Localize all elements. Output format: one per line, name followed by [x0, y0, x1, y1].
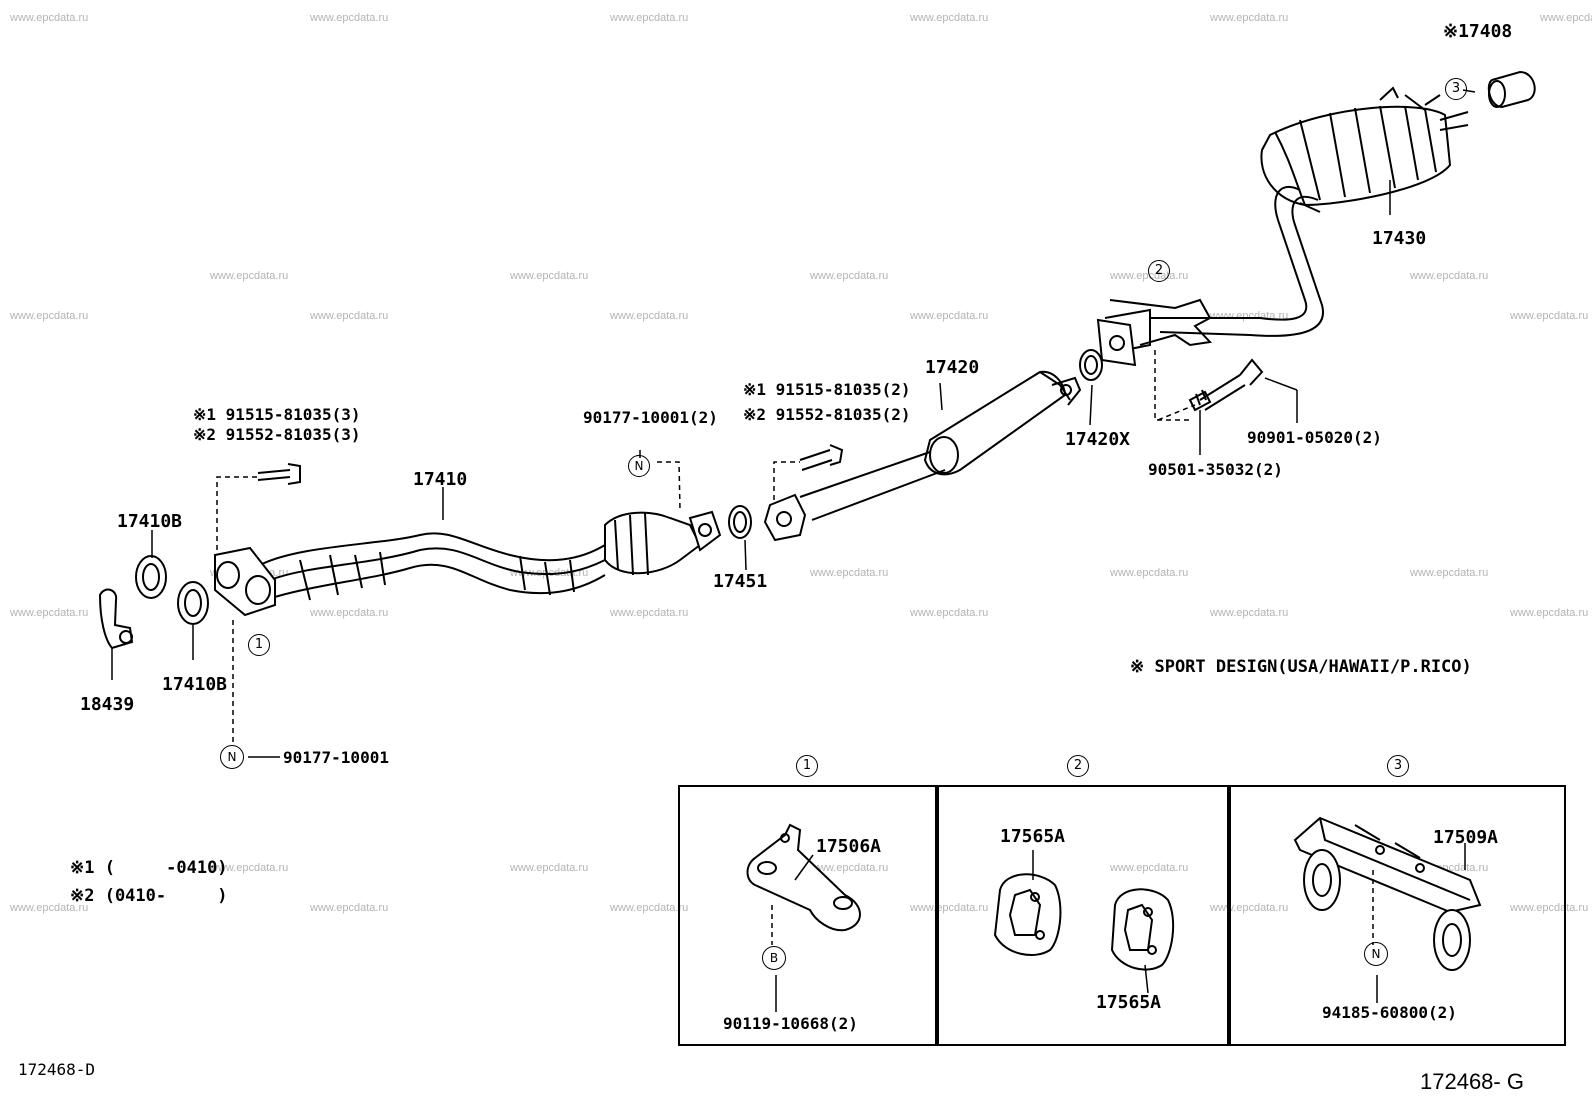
part-label-90501[interactable]: 90501-35032(2): [1148, 460, 1283, 479]
watermark-text: www.epcdata.ru: [10, 12, 89, 24]
part-label-17565a-top[interactable]: 17565A: [1000, 826, 1066, 847]
watermark-text: www.epcdata.ru: [510, 270, 589, 282]
watermark-text: www.epcdata.ru: [1510, 902, 1589, 914]
callout-label: 2: [1154, 263, 1164, 278]
watermark-text: www.epcdata.ru: [610, 310, 689, 322]
watermark-text: www.epcdata.ru: [1210, 12, 1289, 24]
part-label-17565a-bottom[interactable]: 17565A: [1096, 992, 1162, 1013]
watermark-text: www.epcdata.ru: [510, 567, 589, 579]
watermark-text: www.epcdata.ru: [1540, 12, 1592, 24]
inset-box-3: [1227, 785, 1566, 1046]
watermark-text: www.epcdata.ru: [810, 862, 889, 874]
watermark-text: www.epcdata.ru: [1510, 310, 1589, 322]
callout-label: N: [227, 750, 237, 764]
callout-circle-n-mid: N: [628, 455, 650, 477]
part-label-90901[interactable]: 90901-05020(2): [1247, 428, 1382, 447]
part-label-17420x[interactable]: 17420X: [1065, 429, 1131, 450]
watermark-text: www.epcdata.ru: [510, 862, 589, 874]
inset-box-1: [678, 785, 939, 1046]
part-label-17506a[interactable]: 17506A: [816, 836, 882, 857]
watermark-text: www.epcdata.ru: [1510, 607, 1589, 619]
watermark-text: www.epcdata.ru: [10, 607, 89, 619]
callout-label: 3: [1393, 758, 1403, 773]
callout-circle-2-top: 2: [1148, 260, 1170, 282]
watermark-text: www.epcdata.ru: [610, 12, 689, 24]
callout-circle-3-top: 3: [1445, 78, 1467, 100]
part-label-18439[interactable]: 18439: [80, 694, 135, 715]
watermark-text: www.epcdata.ru: [210, 862, 289, 874]
callout-label: 1: [802, 758, 812, 773]
part-label-17509a[interactable]: 17509A: [1433, 827, 1499, 848]
watermark-text: www.epcdata.ru: [810, 567, 889, 579]
watermark-text: www.epcdata.ru: [910, 607, 989, 619]
part-label-17410[interactable]: 17410: [413, 469, 468, 490]
rubber-hangers-art: [993, 850, 1175, 994]
part-label-17408[interactable]: ※17408: [1443, 21, 1513, 42]
callout-circle-1-top: 1: [248, 634, 270, 656]
inset-header-2: 2: [1067, 755, 1089, 777]
callout-label: N: [1371, 947, 1381, 961]
watermark-text: www.epcdata.ru: [910, 310, 989, 322]
callout-label: N: [634, 459, 644, 473]
watermark-text: www.epcdata.ru: [610, 902, 689, 914]
watermark-text: www.epcdata.ru: [810, 270, 889, 282]
watermark-text: www.epcdata.ru: [1410, 567, 1489, 579]
watermark-text: www.epcdata.ru: [210, 270, 289, 282]
part-label-17420[interactable]: 17420: [925, 357, 980, 378]
callout-label: B: [769, 951, 779, 965]
center-muffler: [923, 370, 1082, 476]
tail-pipe-tip: [1487, 70, 1536, 109]
part-label-90119[interactable]: 90119-10668(2): [723, 1014, 858, 1033]
watermark-text: www.epcdata.ru: [910, 12, 989, 24]
range-note-1: ※1 ( -0410): [70, 858, 228, 878]
rear-muffler: [1260, 86, 1469, 207]
catalytic-converter: [604, 510, 722, 576]
watermark-text: www.epcdata.ru: [1410, 270, 1489, 282]
bolt-label-mid-1[interactable]: ※1 91515-81035(2): [743, 380, 911, 399]
part-label-90177-bottom[interactable]: 90177-10001: [283, 748, 389, 767]
inset-box-2: [935, 785, 1231, 1046]
part-label-17451[interactable]: 17451: [713, 571, 768, 592]
watermark-text: www.epcdata.ru: [1210, 607, 1289, 619]
watermark-text: www.epcdata.ru: [1110, 567, 1189, 579]
bolt-label-mid-2[interactable]: ※2 91552-81035(2): [743, 405, 911, 424]
inset-header-1: 1: [796, 755, 818, 777]
diagram-code-left: 172468-D: [18, 1060, 96, 1079]
part-label-94185[interactable]: 94185-60800(2): [1322, 1003, 1457, 1022]
callout-circle-n-left: N: [220, 745, 244, 769]
watermark-text: www.epcdata.ru: [310, 310, 389, 322]
callout-circle-b: B: [762, 946, 786, 970]
diagram-code-right: 172468- G: [1420, 1069, 1524, 1094]
bracket-17506a-art: [746, 823, 861, 1012]
callout-label: 1: [254, 637, 264, 652]
inset-header-3: 3: [1387, 755, 1409, 777]
part-label-90177-top[interactable]: 90177-10001(2): [583, 408, 718, 427]
part-label-17410b-top[interactable]: 17410B: [117, 511, 183, 532]
watermark-text: www.epcdata.ru: [610, 607, 689, 619]
sport-design-note: ※ SPORT DESIGN(USA/HAWAII/P.RICO): [1130, 657, 1472, 677]
watermark-text: www.epcdata.ru: [310, 902, 389, 914]
watermark-text: www.epcdata.ru: [310, 12, 389, 24]
callout-label: 2: [1073, 758, 1083, 773]
watermark-text: www.epcdata.ru: [910, 902, 989, 914]
watermark-text: www.epcdata.ru: [310, 607, 389, 619]
watermark-text: www.epcdata.ru: [10, 902, 89, 914]
part-label-17430[interactable]: 17430: [1372, 228, 1427, 249]
callout-label: 3: [1451, 81, 1461, 96]
watermark-text: www.epcdata.ru: [1110, 862, 1189, 874]
part-label-17410b-bottom[interactable]: 17410B: [162, 674, 228, 695]
range-note-2: ※2 (0410- ): [70, 886, 228, 906]
callout-circle-n-inset: N: [1364, 942, 1388, 966]
bolt-label-left-1[interactable]: ※1 91515-81035(3): [193, 405, 361, 424]
bolt-label-left-2[interactable]: ※2 91552-81035(3): [193, 425, 361, 444]
watermark-text: www.epcdata.ru: [10, 310, 89, 322]
front-pipe: [214, 532, 606, 617]
cross-hanger-art: [1293, 816, 1482, 1003]
